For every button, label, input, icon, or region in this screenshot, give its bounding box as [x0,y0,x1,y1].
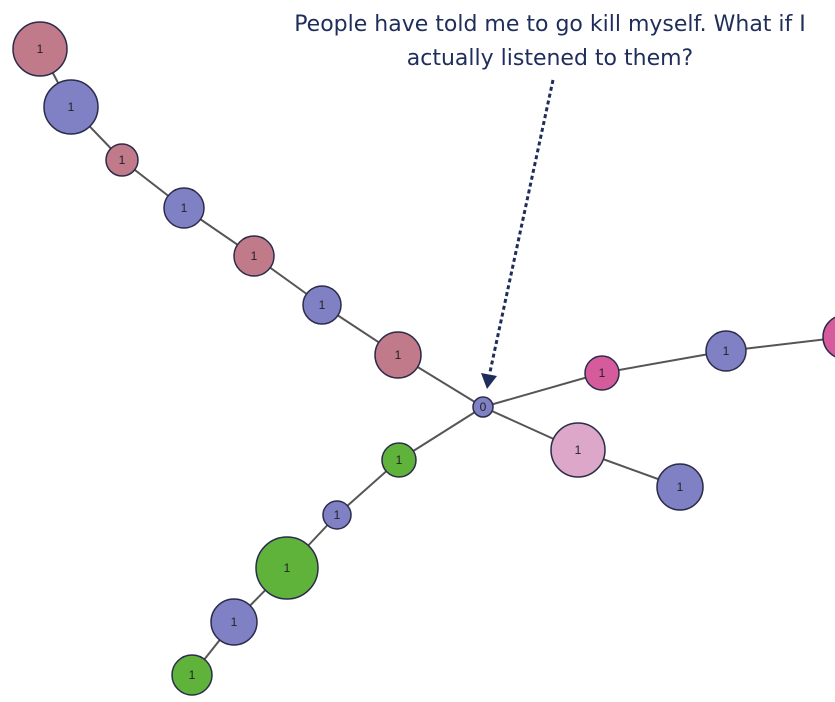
node-label-b2: 1 [723,344,730,358]
node-label-d5: 1 [189,668,196,682]
node-circle-a2 [302,285,342,325]
node-label-a7: 1 [37,42,44,56]
node-a6: 1 [43,79,99,135]
edge-root-b1 [482,372,603,408]
annotation-arrow-line [488,79,555,373]
node-label-a5: 1 [119,153,126,167]
node-b1: 1 [584,355,620,391]
node-circle-a4 [163,187,205,229]
node-label-b1: 1 [599,366,606,380]
node-d3: 1 [255,536,319,600]
node-label-a3: 1 [251,249,258,263]
annotation-line-2: actually listened to them? [406,46,694,71]
node-c2: 1 [656,463,704,511]
node-label-a4: 1 [181,201,188,215]
node-d5: 1 [171,654,213,696]
node-c1: 1 [550,422,606,478]
node-label-root: 0 [480,400,487,414]
node-circle-a7 [12,21,68,77]
edge-b1-b2 [601,350,727,374]
node-circle-b3 [822,316,835,358]
node-a5: 1 [105,143,139,177]
annotation-arrow [481,79,555,389]
node-d2: 1 [322,500,352,530]
node-circle-b2 [705,330,747,372]
node-root: 0 [472,396,494,418]
nodes-layer: 0 1 1 1 1 1 1 1 1 1 1 1 1 1 1 1 1 [12,21,835,696]
node-circle-c1 [550,422,606,478]
node-label-a2: 1 [319,298,326,312]
node-circle-d3 [255,536,319,600]
annotation-line-1: People have told me to go kill myself. W… [294,12,806,37]
node-circle-d4 [210,598,258,646]
node-circle-a6 [43,79,99,135]
node-a7: 1 [12,21,68,77]
node-label-d3: 1 [284,561,291,575]
node-circle-a1 [374,331,422,379]
node-a1: 1 [374,331,422,379]
node-d1: 1 [381,442,417,478]
annotation-arrow-head [481,373,497,389]
node-label-c1: 1 [575,443,582,457]
node-a3: 1 [233,235,275,277]
node-b3 [822,316,835,358]
node-label-a6: 1 [68,100,75,114]
node-circle-d1 [381,442,417,478]
node-b2: 1 [705,330,747,372]
node-circle-a3 [233,235,275,277]
node-d4: 1 [210,598,258,646]
node-circle-b1 [584,355,620,391]
node-circle-d2 [322,500,352,530]
node-circle-c2 [656,463,704,511]
node-label-a1: 1 [395,348,402,362]
annotation-text: People have told me to go kill myself. W… [230,8,835,76]
node-circle-root [472,396,494,418]
node-label-c2: 1 [677,480,684,494]
node-label-d2: 1 [334,508,341,522]
node-circle-a5 [105,143,139,177]
node-label-d4: 1 [231,615,238,629]
node-a2: 1 [302,285,342,325]
node-a4: 1 [163,187,205,229]
node-circle-d5 [171,654,213,696]
node-label-d1: 1 [396,453,403,467]
